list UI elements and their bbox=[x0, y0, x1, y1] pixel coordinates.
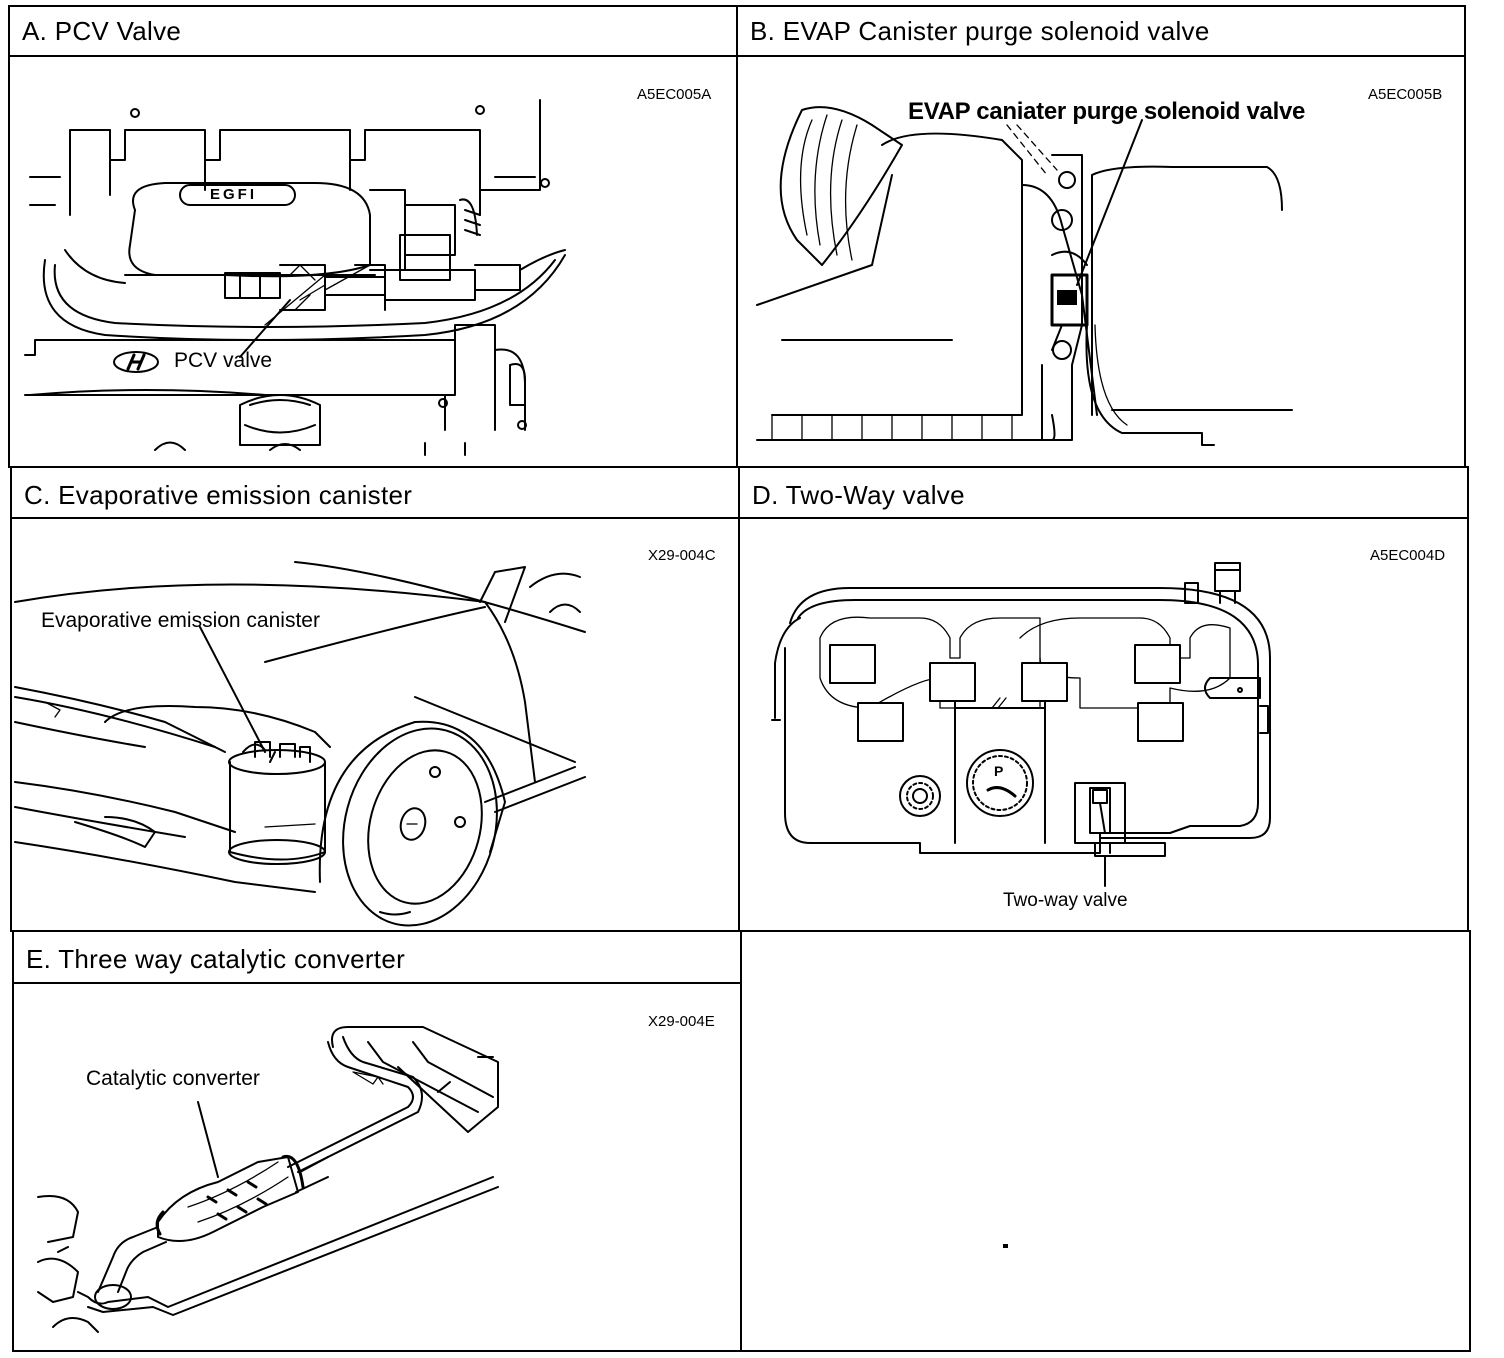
pcv-valve-label: PCV valve bbox=[174, 349, 273, 372]
panel-c-title: C. Evaporative emission canister bbox=[24, 480, 413, 510]
panel-d-figure-code: A5EC004D bbox=[1370, 547, 1446, 564]
fuel-tank-two-way-valve-illustration: P bbox=[771, 562, 1271, 887]
catalytic-converter-label: Catalytic converter bbox=[86, 1067, 260, 1090]
empty-panel-mark bbox=[1003, 1244, 1008, 1248]
panel-c-figure-code: X29-004C bbox=[648, 547, 716, 564]
evap-purge-solenoid-label: EVAP caniater purge solenoid valve bbox=[908, 98, 1306, 125]
panel-a-figure-code: A5EC005A bbox=[637, 86, 712, 103]
svg-text:P: P bbox=[994, 763, 1003, 779]
egfi-badge: EGFI bbox=[210, 186, 258, 203]
evaporative-canister-illustration bbox=[14, 561, 586, 927]
panel-b-title: B. EVAP Canister purge solenoid valve bbox=[750, 16, 1210, 46]
evap-purge-solenoid-illustration bbox=[756, 106, 1293, 446]
panel-d-title: D. Two-Way valve bbox=[752, 480, 965, 510]
pcv-engine-illustration bbox=[24, 99, 566, 456]
panel-empty-box bbox=[740, 930, 1471, 1352]
panel-e-figure-code: X29-004E bbox=[648, 1013, 715, 1030]
two-way-valve-label: Two-way valve bbox=[1003, 890, 1128, 911]
catalytic-converter-illustration bbox=[37, 1026, 499, 1333]
hyundai-logo-icon bbox=[113, 351, 159, 373]
evaporative-canister-label: Evaporative emission canister bbox=[41, 609, 320, 632]
panel-b-figure-code: A5EC005B bbox=[1368, 86, 1443, 103]
panel-a-title: A. PCV Valve bbox=[22, 16, 182, 46]
panel-e-title: E. Three way catalytic converter bbox=[26, 944, 406, 974]
